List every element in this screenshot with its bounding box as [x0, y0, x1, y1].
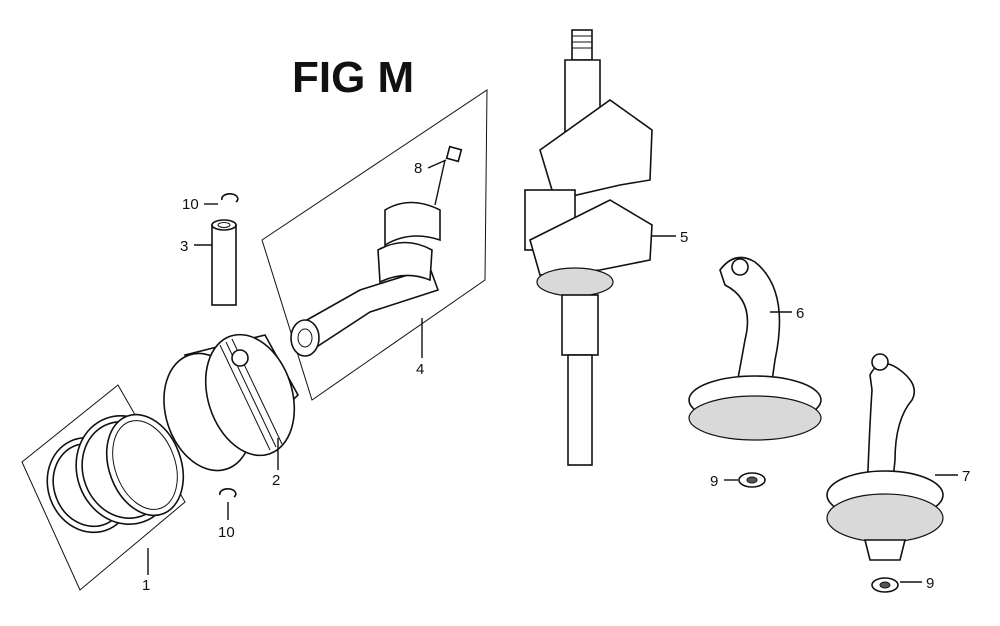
connecting-rod-small-end: [290, 319, 320, 357]
piston-pin: [211, 219, 237, 306]
callout-7: 7: [962, 468, 970, 485]
piston-groove-1: [219, 344, 271, 451]
crankshaft-upper-web: [539, 99, 653, 201]
callout-6: 6: [796, 305, 804, 322]
piston-pin-clip-top: [221, 193, 239, 203]
callout-9-lower: 9: [926, 575, 934, 592]
callout-4: 4: [416, 361, 424, 378]
callout-8: 8: [414, 160, 422, 177]
crankshaft-thread-end: [571, 29, 593, 61]
piston-pin-body: [211, 224, 237, 306]
balancer-hub-7: [863, 539, 907, 561]
connecting-rod-big-end: [377, 241, 433, 284]
balancer-gear-teeth-7: [826, 493, 944, 543]
connecting-rod-bolt-shaft: [434, 159, 446, 206]
callout-10-bottom: 10: [218, 524, 235, 541]
connecting-rod: [290, 145, 463, 357]
washer-9-upper-hole: [746, 476, 758, 484]
leader-8: [427, 159, 447, 169]
piston-pin-clip-bottom: [219, 488, 237, 498]
piston-rings-group: [21, 384, 186, 591]
piston: [163, 333, 299, 472]
balancer-assembly-6: [688, 256, 822, 441]
piston-pin-end: [211, 219, 237, 231]
piston-pin-bore: [217, 222, 231, 228]
crankshaft-main-journal: [561, 294, 599, 356]
balancer-pivot-6: [731, 258, 749, 276]
connecting-rod-small-bore: [297, 328, 313, 348]
crankshaft: [524, 29, 653, 466]
balancer-gear-teeth-6: [688, 395, 822, 441]
piston-pin-boss: [231, 349, 249, 367]
connecting-rod-frame: [261, 89, 488, 401]
crankshaft-output-shaft: [567, 354, 593, 466]
balancer-pivot-7: [871, 353, 889, 371]
callout-2: 2: [272, 472, 280, 489]
piston-ring-oil: [105, 413, 185, 517]
washer-9-lower-hole: [879, 581, 891, 589]
piston-ring-oil-inner: [112, 420, 178, 510]
callout-5: 5: [680, 229, 688, 246]
piston-rings-frame: [21, 384, 186, 591]
callout-1: 1: [142, 577, 150, 594]
piston-ring-grooves: [204, 333, 296, 457]
connecting-rod-cap: [384, 201, 441, 247]
crankshaft-lower-web: [529, 199, 653, 276]
balancer-arm-6: [719, 256, 781, 396]
callout-9-upper: 9: [710, 473, 718, 490]
balancer-assembly-7: [826, 353, 944, 561]
callout-3: 3: [180, 238, 188, 255]
crankshaft-timing-gear: [536, 267, 614, 297]
connecting-rod-bolt-head: [445, 145, 463, 163]
callout-10-top: 10: [182, 196, 199, 213]
figure-title: FIG M: [292, 53, 414, 102]
